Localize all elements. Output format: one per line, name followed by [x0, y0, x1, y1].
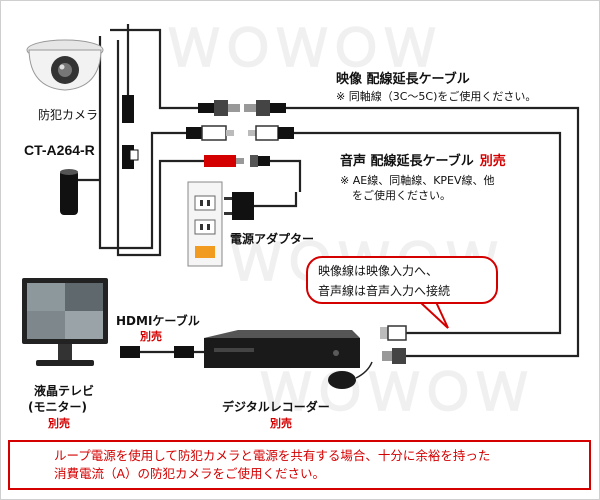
bnc-connector-icon: [198, 100, 240, 116]
dc-jack-icon: [250, 155, 270, 167]
lcd-tv-icon: [22, 278, 108, 366]
lens-tube-icon: [60, 169, 78, 215]
hdmi-connector-icon: [120, 346, 140, 358]
connection-callout: 映像線は映像入力へ、 音声線は音声入力へ接続: [306, 256, 498, 304]
tv-label-1: 液晶テレビ: [34, 384, 95, 398]
digital-recorder-icon: [204, 330, 360, 368]
wall-outlet-icon: [187, 181, 223, 267]
footer-warning-line-2: 消費電流（A）の防犯カメラをご使用ください。: [54, 466, 326, 481]
video-extension-cable: [282, 106, 580, 358]
rca-connector-icon: [248, 125, 294, 141]
rca-connector-icon: [186, 125, 234, 141]
video-cable-note: ※ 同軸線（3C〜5C)をご使用ください。: [336, 90, 537, 103]
dome-camera-icon: [26, 39, 104, 91]
audio-sold-separately: 別売: [479, 154, 506, 169]
video-connector-icon: [122, 95, 134, 123]
adapter-label: 電源アダプター: [230, 232, 315, 246]
bnc-connector-icon: [382, 348, 406, 364]
watermark: ＷＯＷＯＷ: [260, 363, 531, 423]
cables: [74, 24, 580, 358]
video-cable-camera: [110, 28, 205, 110]
callout-line-1: 映像線は映像入力へ、: [318, 264, 439, 278]
dc-plug-icon: [204, 155, 244, 167]
hdmi-label: HDMIケーブル: [116, 314, 200, 328]
camera-label: 防犯カメラ: [38, 108, 99, 122]
audio-cable-title-row: 音声 配線延長ケーブル別売: [340, 150, 506, 169]
power-adapter-icon: [224, 192, 254, 220]
video-cable-title: 映像 配線延長ケーブル: [336, 72, 470, 87]
bnc-connector-icon: [244, 100, 286, 116]
tv-label-2: (モニター): [28, 400, 87, 414]
audio-cable-note-2: をご使用ください。: [352, 189, 451, 202]
mouse-cable: [355, 361, 373, 379]
audio-cable-title: 音声 配線延長ケーブル: [340, 154, 474, 169]
power-jack-lead: [268, 159, 302, 192]
rca-connector-icon: [380, 325, 407, 341]
audio-cable-note-1: ※ AE線、同軸線、KPEV線、他: [340, 174, 495, 187]
recorder-sold-separately: 別売: [270, 417, 292, 430]
footer-warning-line-1: ループ電源を使用して防犯カメラと電源を共有する場合、十分に余裕を持った: [54, 448, 491, 463]
power-cable-camera: [116, 40, 204, 257]
hdmi-sold-separately: 別売: [140, 330, 162, 343]
footer-warning: ループ電源を使用して防犯カメラと電源を共有する場合、十分に余裕を持った 消費電流…: [8, 440, 591, 490]
adapter-lead: [252, 192, 298, 208]
camera-model: CT-A264-R: [24, 142, 95, 158]
recorder-label: デジタルレコーダー: [222, 400, 330, 414]
bubble-tail: [417, 301, 449, 329]
mouse-icon: [328, 371, 356, 389]
dc-jack-icon: [129, 149, 139, 161]
tv-sold-separately: 別売: [48, 417, 70, 430]
audio-extension-cable: [292, 131, 562, 335]
audio-cable-camera: [98, 36, 186, 250]
hdmi-connector-icon: [174, 346, 194, 358]
watermark: ＷＯＷＯＷ: [168, 19, 439, 79]
callout-line-2: 音声線は音声入力へ接続: [318, 284, 451, 298]
